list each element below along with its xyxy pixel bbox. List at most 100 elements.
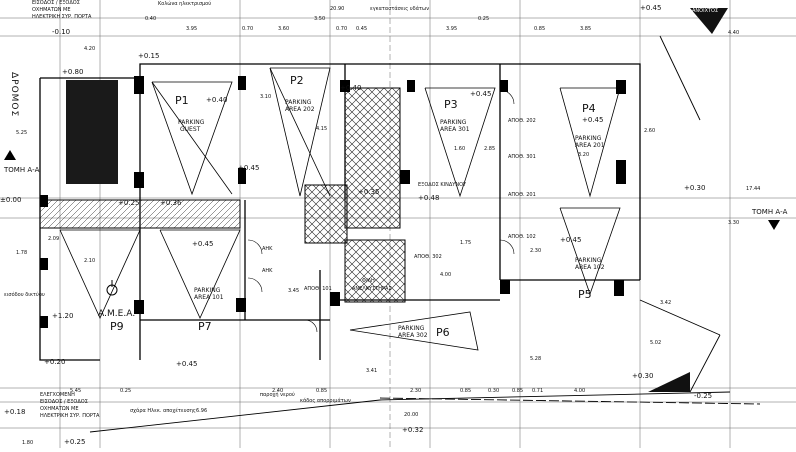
dim-misc: 5.28 [530, 356, 541, 362]
dim-misc: 5.25 [16, 130, 27, 136]
dim-top: 0.45 [356, 26, 367, 32]
dim-misc: 2.30 [530, 248, 541, 254]
elevator-core [304, 184, 348, 244]
dim-misc: 2.60 [644, 128, 655, 134]
level-mark: -0.10 [52, 28, 70, 36]
parking-p6-title: PARKING [398, 325, 425, 332]
level-mark: +0.25 [64, 438, 85, 446]
dim-bottom: 2.30 [410, 388, 421, 394]
dim-misc: 1.60 [454, 146, 465, 152]
dim-misc: 3.45 [288, 288, 299, 294]
dim-top: 3.60 [278, 26, 289, 32]
dim-misc: 1.80 [22, 440, 33, 446]
level-marks: +0.80 +0.15 -0.10 +0.40 +0.45 +0.45 +0.3… [0, 4, 712, 446]
note-top-left-2: ΟΧΗΜΑΤΩΝ ΜΕ [32, 7, 71, 13]
dim-misc: 4.00 [440, 272, 451, 278]
columns [40, 76, 626, 328]
dim-misc: 3.30 [728, 220, 739, 226]
level-mark: +0.48 [418, 194, 439, 202]
parking-p7-sub: AREA 101 [194, 294, 224, 301]
parking-p4-title: PARKING [575, 135, 602, 142]
note-bottom-left-4: ΗΛΕΚΤΡΙΚΗ ΣΥΡ. ΠΟΡΤΑ [40, 413, 100, 419]
anoixtos-label: ΑΝΟΙΧΤΟΣ [692, 8, 718, 14]
parking-p9-title: Α.Μ.Ε.Α. [98, 309, 135, 319]
apoth-202: ΑΠΟΘ. 202 [508, 118, 536, 124]
parking-p4-sub: AREA 201 [575, 142, 605, 149]
note-bottom-left-2: ΕΙΣΟΔΟΣ / ΕΞΟΔΟΣ [40, 399, 88, 405]
dim-misc: 2.10 [84, 258, 95, 264]
parking-p7-level: +0.45 [192, 240, 213, 248]
level-mark: +0.20 [44, 358, 65, 366]
anelk-label: ΑΝΕΛΚΥΣΤΗΡΑΣ [352, 286, 392, 292]
apoth-201: ΑΠΟΘ. 201 [508, 192, 536, 198]
dim-misc: 3.20 [578, 152, 589, 158]
note-bottom-left-3: ΟΧΗΜΑΤΩΝ ΜΕ [40, 406, 79, 412]
level-mark: +0.18 [4, 408, 25, 416]
dim-top: 3.95 [446, 26, 457, 32]
note-bottom-mid3: κάδος απορριμάτων [300, 397, 351, 404]
note-bottom-mid: σχάρα Ηλεκ. αποχέτευσης [130, 407, 196, 414]
parking-p5-title: PARKING [575, 257, 602, 264]
parking-p6-id: P6 [436, 326, 450, 339]
dim-misc: 1.75 [460, 240, 471, 246]
level-mark: ±0.00 [0, 196, 21, 204]
dimensions: 20.90 0.40 3.95 0.70 3.60 0.70 3.50 0.45… [16, 6, 760, 446]
parking-p7-title: PARKING [194, 287, 221, 294]
section-marker-right [768, 220, 780, 230]
parking-p7-id: P7 [198, 320, 212, 333]
stair-mark: Φ/ΛΗ [362, 278, 375, 284]
parking-p4-id: P4 [582, 102, 596, 115]
dim-misc: 5.02 [650, 340, 661, 346]
room-labels: ΕΞΟΔΟΣ ΚΙΝΔΥΝΟΥ Φ/ΛΗ ΑΗΚ ΑΗΚ ΑΠΟΘ. 202 Α… [262, 8, 718, 292]
note-top-left-3: ΗΛΕΚΤΡΙΚΗ ΣΥΡ. ΠΟΡΤΑ [32, 14, 92, 20]
parking-p5-level: +0.45 [560, 236, 581, 244]
parking-p3-title: PARKING [440, 119, 467, 126]
notes: ΕΙΣΟΔΟΣ / ΕΞΟΔΟΣ ΟΧΗΜΑΤΩΝ ΜΕ ΗΛΕΚΤΡΙΚΗ Σ… [4, 0, 429, 419]
parking-p9-level: +1.20 [52, 312, 73, 320]
parking-p5-sub: AREA 102 [575, 264, 605, 271]
dim-misc: 2.09 [48, 236, 59, 242]
level-mark: +0.36 [160, 199, 182, 207]
road-label: ΔΡΟΜΟΣ [9, 72, 19, 117]
dim-misc: 3.10 [260, 94, 271, 100]
dim-misc: 6.96 [196, 408, 207, 414]
dim-top: 3.50 [314, 16, 325, 22]
dim-misc: 2.85 [484, 146, 495, 152]
parking-p3-sub: AREA 301 [440, 126, 470, 133]
parking-outlines [59, 67, 621, 351]
note-top-small: εγκαταστάσεις υδάτων [370, 5, 429, 12]
corner-marker-top [690, 8, 728, 34]
dim-bottom: 0.71 [532, 388, 543, 394]
dim-misc: 3.41 [366, 368, 377, 374]
level-mark: +0.15 [138, 52, 159, 60]
parking-p1-id: P1 [175, 94, 189, 107]
apoth-101: ΑΠΟΘ. 101 [304, 286, 332, 292]
apoth-302: ΑΠΟΘ. 302 [414, 254, 442, 260]
parking-p2-title: PARKING [285, 99, 312, 106]
apoth-301: ΑΠΟΘ. 301 [508, 154, 536, 160]
wheelchair-icon [106, 280, 118, 296]
section-label-left: ΤΟΜΗ Α-Α [3, 166, 40, 174]
section-label-right: ΤΟΜΗ Α-Α [751, 208, 788, 216]
dim-bottom: 20.00 [404, 412, 418, 418]
dim-bottom: 0.85 [512, 388, 523, 394]
dim-misc: 3.42 [660, 300, 671, 306]
dim-top: 4.40 [728, 30, 739, 36]
dim-top: 3.85 [580, 26, 591, 32]
site-boundary [89, 35, 761, 433]
parking-p9-number: P9 [110, 320, 124, 333]
level-mark: -0.25 [694, 392, 712, 400]
dim-top: 0.40 [145, 16, 156, 22]
parking-p4-level: +0.45 [582, 116, 603, 124]
dim-top: 0.70 [242, 26, 253, 32]
parking-p3-level: +0.45 [470, 90, 491, 98]
parking-p2-sub: AREA 202 [285, 106, 315, 113]
level-mark: +0.35 [358, 188, 379, 196]
dim-misc: 1.78 [16, 250, 27, 256]
level-mark: +0.32 [402, 426, 423, 434]
dim-bottom: 4.00 [574, 388, 585, 394]
dim-top: 20.90 [330, 6, 344, 12]
note-top-left-1: ΕΙΣΟΔΟΣ / ΕΞΟΔΟΣ [32, 0, 80, 6]
